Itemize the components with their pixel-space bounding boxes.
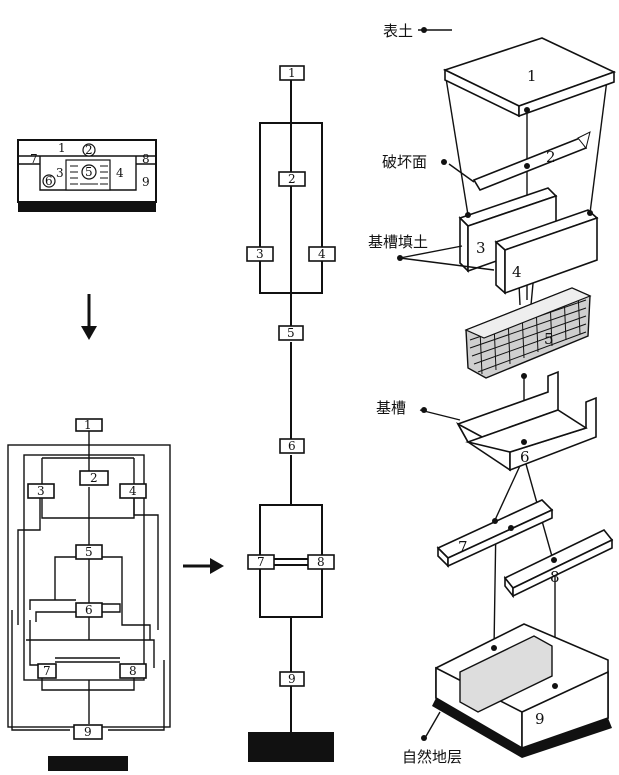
- section-label-1: 1: [58, 141, 66, 155]
- layer-8-label: 8: [550, 568, 560, 586]
- network-node-7: 7: [43, 664, 51, 678]
- layer-6-label: 6: [520, 448, 530, 466]
- matrix-node-3: 3: [256, 247, 264, 261]
- layer-5-brick-wall: 5: [466, 288, 590, 379]
- annotation-natural-stratum: 自然地层: [402, 748, 462, 766]
- network-node-5: 5: [85, 545, 93, 559]
- layer-7-label: 7: [458, 538, 468, 556]
- section-label-3: 3: [56, 166, 64, 180]
- network-node-3: 3: [37, 484, 45, 498]
- network-node-9: 9: [84, 725, 92, 739]
- layer-5-label: 5: [544, 330, 554, 348]
- layer-2-failure-plane: 2: [474, 132, 590, 190]
- layer-2-label: 2: [546, 148, 556, 166]
- arrow-down-icon: [81, 294, 97, 340]
- section-label-6: 6: [45, 174, 53, 188]
- exploded-stratigraphy: 1 2 3 4: [368, 22, 614, 766]
- annotation-topsoil: 表土: [383, 22, 413, 40]
- section-drawing: 1 2 3 4 5 6 7 8 9: [18, 140, 156, 212]
- section-label-8: 8: [142, 152, 150, 166]
- layer-1-label: 1: [527, 67, 537, 85]
- annotation-failure-plane: 破坏面: [382, 153, 427, 171]
- matrix-node-2: 2: [288, 172, 296, 186]
- layer-1-topsoil: 1: [445, 38, 614, 116]
- layer-9-label: 9: [535, 710, 545, 728]
- matrix-node-1: 1: [288, 66, 296, 80]
- network-node-6: 6: [85, 603, 93, 617]
- network-node-2: 2: [90, 471, 98, 485]
- layer-9-natural-stratum: 9: [432, 624, 612, 758]
- network-node-8: 8: [129, 664, 137, 678]
- section-label-7: 7: [30, 152, 38, 166]
- section-label-4: 4: [116, 166, 124, 180]
- matrix-node-7: 7: [257, 555, 265, 569]
- section-label-2: 2: [85, 143, 93, 157]
- section-label-5: 5: [85, 165, 93, 179]
- layer-3-label: 3: [476, 239, 486, 257]
- layer-4-label: 4: [512, 263, 522, 281]
- matrix-node-4: 4: [318, 247, 326, 261]
- layer-8-plank: 8: [505, 530, 612, 596]
- network-node-4: 4: [129, 484, 137, 498]
- matrix-node-6: 6: [288, 439, 296, 453]
- matrix-node-8: 8: [317, 555, 325, 569]
- section-label-9: 9: [142, 175, 150, 189]
- arrow-right-icon: [183, 558, 224, 574]
- network-node-1: 1: [84, 418, 92, 432]
- annotation-trench-fill: 基槽填土: [368, 233, 428, 251]
- annotation-trench: 基槽: [376, 399, 406, 417]
- simplified-matrix: 1 2 3 4 5 6 7 8 9: [247, 66, 335, 762]
- matrix-node-5: 5: [287, 326, 295, 340]
- full-network-diagram: 1 2 3 4 5 6 7 8 9: [8, 418, 170, 771]
- matrix-node-9: 9: [288, 672, 296, 686]
- layer-6-trench: 6: [458, 372, 596, 470]
